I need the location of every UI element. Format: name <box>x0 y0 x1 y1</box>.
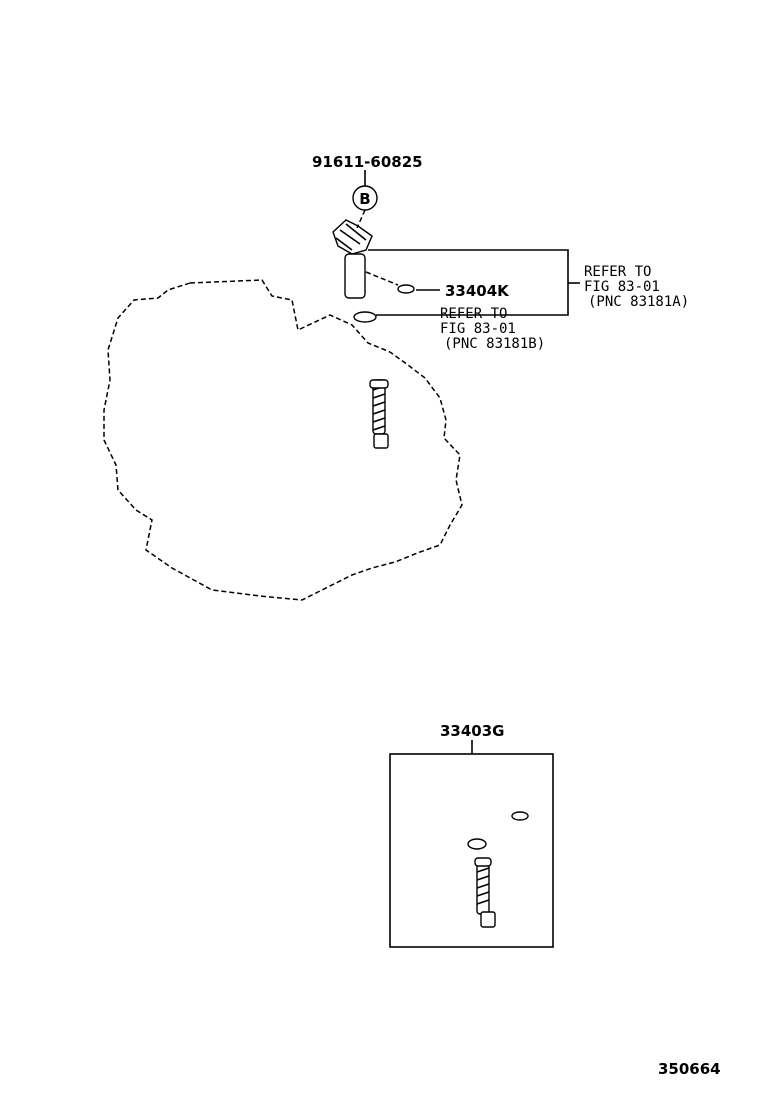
kit-part-number: 33403G <box>440 722 505 740</box>
reference-b-line2: FIG 83-01 <box>440 321 516 337</box>
kit-contents <box>467 811 529 928</box>
speed-sensor <box>332 219 373 299</box>
reference-b-line3: (PNC 83181B) <box>444 336 545 352</box>
figure-number: 350664 <box>658 1060 721 1078</box>
oring-leader-dash <box>365 271 399 286</box>
callout-b-label: B <box>359 190 370 208</box>
reference-a-line2: FIG 83-01 <box>584 279 660 295</box>
bolt-part-number: 91611-60825 <box>312 153 423 171</box>
callout-b-leader <box>356 209 366 229</box>
reference-a-line1: REFER TO <box>584 264 651 280</box>
kit-box <box>389 753 554 948</box>
oring-part-number: 33404K <box>445 282 510 300</box>
case-bolt <box>369 379 389 449</box>
transmission-case-outline <box>103 279 463 601</box>
reference-b-line1: REFER TO <box>440 306 507 322</box>
reference-a-line3: (PNC 83181A) <box>588 294 689 310</box>
oring-large <box>353 311 377 323</box>
oring-small <box>397 284 415 294</box>
